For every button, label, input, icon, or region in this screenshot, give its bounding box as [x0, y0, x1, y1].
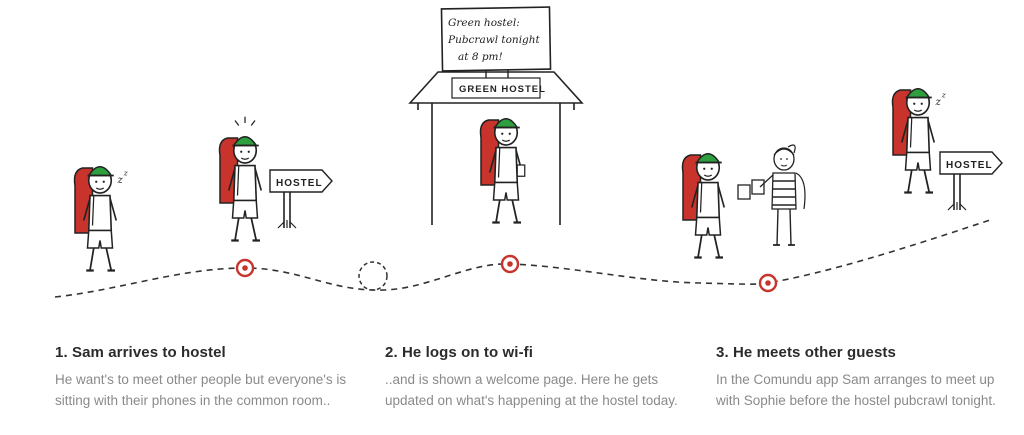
step-1: 1. Sam arrives to hostel He want's to me…: [55, 344, 355, 411]
journey-illustration: z z HOSTEL GREEN HOSTEL Green hostel: Pu…: [54, 6, 1003, 298]
sam-figure-walking: z z: [73, 165, 128, 272]
svg-text:z: z: [941, 91, 946, 100]
target-marker-1: [235, 258, 255, 278]
board-line-3: at 8 pm!: [458, 51, 503, 63]
step-2: 2. He logs on to wi-fi ..and is shown a …: [385, 344, 685, 411]
board-line-2: Pubcrawl tonight: [447, 34, 541, 46]
sam-figure-near-sign: [218, 116, 263, 242]
svg-text:z: z: [123, 169, 128, 178]
step-2-body: ..and is shown a welcome page. Here he g…: [385, 372, 678, 408]
sam-figure-cheers: [681, 152, 726, 259]
step-1-title: 1. Sam arrives to hostel: [55, 344, 226, 361]
beer-mugs: [737, 179, 765, 200]
sophie-figure: [759, 144, 806, 246]
dashed-stop-circle: [358, 261, 388, 291]
svg-text:z: z: [117, 175, 124, 186]
hostel-building: GREEN HOSTEL Green hostel: Pubcrawl toni…: [408, 6, 584, 225]
sam-figure-leaving: z z: [891, 87, 946, 194]
step-3-body: In the Comundu app Sam arranges to meet …: [716, 372, 996, 408]
step-3: 3. He meets other guests In the Comundu …: [716, 344, 1016, 411]
pubcrawl-notice-board: [440, 6, 552, 72]
step-2-title: 2. He logs on to wi-fi: [385, 344, 534, 361]
step-3-title: 3. He meets other guests: [716, 344, 896, 361]
board-line-1: Green hostel:: [448, 17, 520, 29]
hostel-signpost-right: HOSTEL: [939, 151, 1003, 211]
hostel-signpost-left: HOSTEL: [269, 169, 333, 229]
sam-figure-on-phone: [479, 117, 526, 224]
step-1-body: He want's to meet other people but every…: [55, 372, 347, 408]
svg-text:z: z: [935, 97, 942, 108]
target-marker-3: [758, 273, 778, 293]
green-hostel-sign: [451, 77, 541, 99]
signpost-left-label: HOSTEL: [276, 178, 323, 189]
journey-path: [54, 219, 991, 298]
target-marker-2: [500, 254, 520, 274]
svg-text:GREEN HOSTEL: GREEN HOSTEL: [459, 84, 546, 95]
signpost-right-label: HOSTEL: [946, 160, 993, 171]
